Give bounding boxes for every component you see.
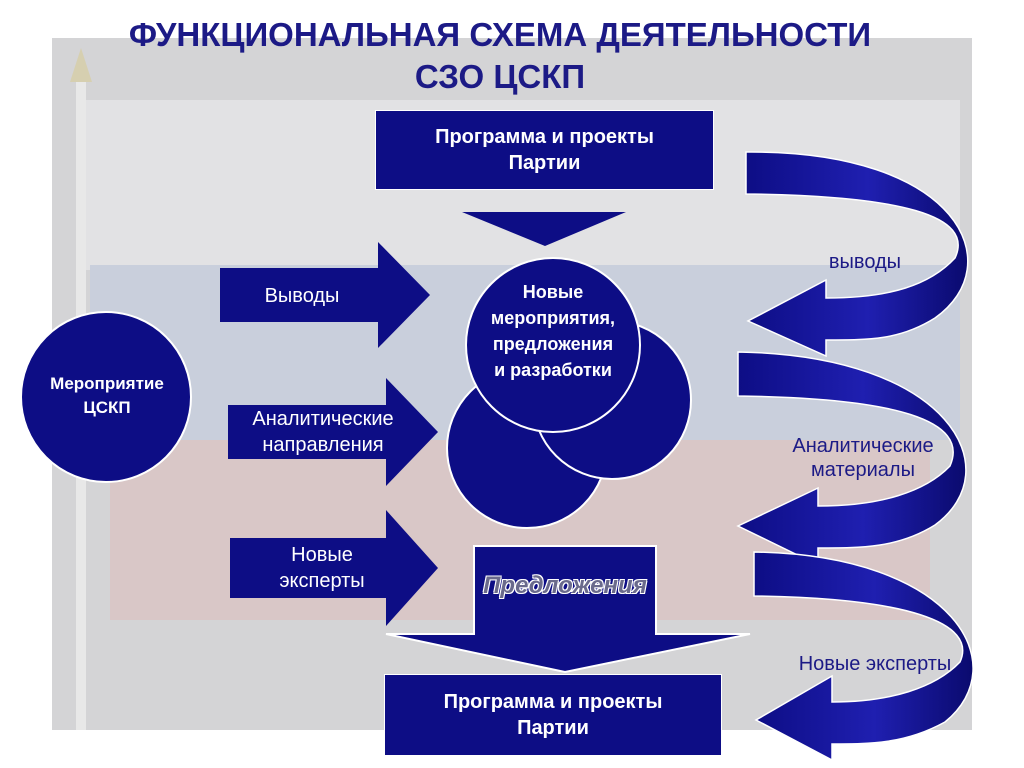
flag-pole-tip <box>70 48 92 82</box>
arrow-label-2: Аналитические направления <box>228 404 418 460</box>
bottom-box-line-1: Программа и проекты <box>443 691 663 713</box>
bottom-box-line-2: Партии <box>517 717 589 739</box>
center-line-4: и разработки <box>494 360 612 380</box>
arrow-shape-3 <box>230 510 438 626</box>
top-program-box: Программа и проекты Партии <box>375 110 714 190</box>
top-box-line-1: Программа и проекты <box>435 126 654 148</box>
proposals-label: Предложения <box>483 572 647 599</box>
arrow-shape-2 <box>228 378 438 486</box>
title-line-1: ФУНКЦИОНАЛЬНАЯ СХЕМА ДЕЯТЕЛЬНОСТИ <box>128 16 872 53</box>
arrow-3-line-1: Новые <box>291 544 353 566</box>
right-label-analytics-line-1: Аналитические <box>792 435 934 457</box>
left-circle-line-1: Мероприятие <box>50 374 164 393</box>
right-label-analytics: Аналитические материалы <box>758 434 968 482</box>
center-line-3: предложения <box>492 334 614 354</box>
right-label-conclusions: выводы <box>828 251 902 273</box>
bottom-down-arrow <box>385 545 751 674</box>
top-down-arrow <box>462 212 626 246</box>
left-circle-line-2: ЦСКП <box>83 398 131 417</box>
arrow-shape-1 <box>220 242 430 348</box>
center-circle-front <box>465 257 641 433</box>
arrow-3-line-2: эксперты <box>279 570 365 592</box>
center-line-1: Новые <box>522 282 584 302</box>
arrow-2-line-2: направления <box>262 434 384 456</box>
curved-arrow-1 <box>745 151 969 358</box>
arrow-label-3: Новые эксперты <box>232 540 412 596</box>
top-box-line-2: Партии <box>508 152 581 174</box>
center-circle-label: Новые мероприятия, предложения и разрабо… <box>460 278 646 384</box>
right-label-experts: Новые эксперты <box>798 653 952 675</box>
page-title: ФУНКЦИОНАЛЬНАЯ СХЕМА ДЕЯТЕЛЬНОСТИ СЗО ЦС… <box>100 14 900 98</box>
bottom-program-box: Программа и проекты Партии <box>384 674 722 756</box>
arrow-1-line-1: Выводы <box>264 285 340 307</box>
arrow-label-1: Выводы <box>222 272 382 320</box>
left-circle-shape <box>20 311 192 483</box>
arrow-2-line-1: Аналитические <box>252 408 394 430</box>
title-line-2: СЗО ЦСКП <box>414 58 586 95</box>
center-line-2: мероприятия, <box>490 308 616 328</box>
left-circle-label: Мероприятие ЦСКП <box>22 356 192 436</box>
curved-arrow-3 <box>753 551 974 762</box>
right-label-analytics-line-2: материалы <box>811 459 915 481</box>
